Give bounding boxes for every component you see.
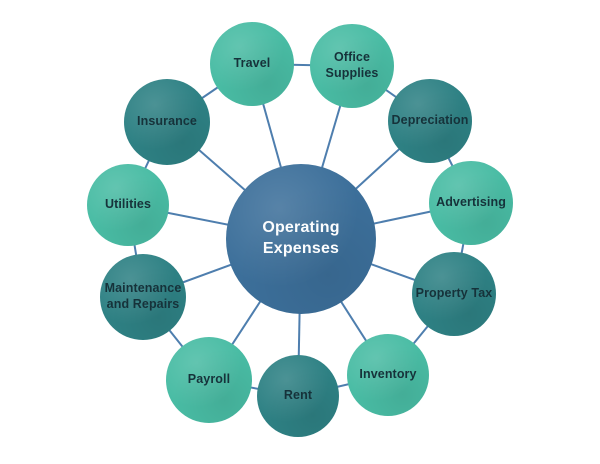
node-label: Property Tax bbox=[415, 286, 493, 301]
node-label: Office Supplies bbox=[325, 50, 379, 80]
node-label: Maintenance and Repairs bbox=[104, 281, 182, 311]
node-label: Inventory bbox=[359, 367, 417, 382]
node-travel: Travel bbox=[210, 22, 294, 106]
node-payroll: Payroll bbox=[166, 337, 252, 423]
node-depreciation: Depreciation bbox=[388, 79, 472, 163]
node-maintenance-and-repairs: Maintenance and Repairs bbox=[100, 254, 186, 340]
node-property-tax: Property Tax bbox=[412, 252, 496, 336]
node-label: Depreciation bbox=[391, 113, 469, 128]
node-utilities: Utilities bbox=[87, 164, 169, 246]
node-label: Utilities bbox=[104, 197, 152, 212]
hub-label: Operating Expenses bbox=[262, 219, 340, 257]
node-inventory: Inventory bbox=[347, 334, 429, 416]
hub-circle: Operating Expenses bbox=[226, 164, 376, 314]
node-label: Insurance bbox=[137, 114, 197, 129]
node-label: Payroll bbox=[187, 372, 231, 387]
node-label: Rent bbox=[283, 388, 313, 403]
node-insurance: Insurance bbox=[124, 79, 210, 165]
node-office-supplies: Office Supplies bbox=[310, 24, 394, 108]
node-advertising: Advertising bbox=[429, 161, 513, 245]
node-rent: Rent bbox=[257, 355, 339, 437]
node-label: Travel bbox=[233, 56, 271, 71]
node-label: Advertising bbox=[436, 195, 506, 210]
